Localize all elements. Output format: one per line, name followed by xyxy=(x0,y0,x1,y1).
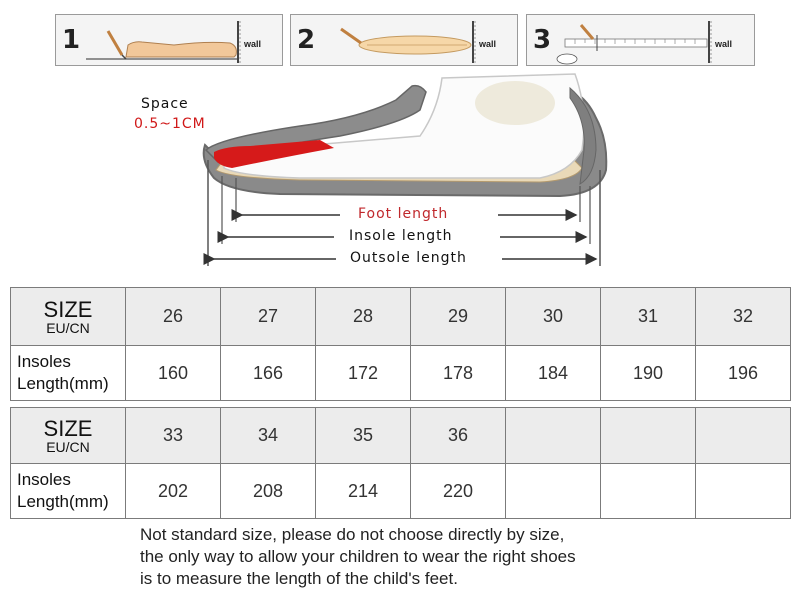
size-cell: 36 xyxy=(410,407,506,464)
step-1-number: 1 xyxy=(62,25,81,55)
step-3-number: 3 xyxy=(533,25,552,55)
size-cell: 30 xyxy=(505,287,601,346)
size-cell xyxy=(505,407,601,464)
length-cell: 214 xyxy=(315,463,411,519)
step-2-number: 2 xyxy=(297,25,316,55)
shoe-cross-section-diagram xyxy=(202,73,608,266)
size-cell: 31 xyxy=(600,287,696,346)
size-cell: 27 xyxy=(220,287,316,346)
length-header-line1: Insoles xyxy=(17,470,71,489)
outsole-length-label: Outsole length xyxy=(344,250,473,266)
note-line-3: is to measure the length of the child's … xyxy=(140,569,458,588)
insole-length-label: Insole length xyxy=(343,228,459,244)
size-cell: 28 xyxy=(315,287,411,346)
wall-label: wall xyxy=(479,39,497,49)
length-header-cell: Insoles Length(mm) xyxy=(10,463,126,519)
size-header-cell: SIZE EU/CN xyxy=(10,287,126,346)
size-cell: 35 xyxy=(315,407,411,464)
size-cell: 32 xyxy=(695,287,791,346)
length-cell: 208 xyxy=(220,463,316,519)
ruler-illustration xyxy=(556,21,712,65)
step-2-panel: 2 wall xyxy=(290,14,518,66)
length-cell: 172 xyxy=(315,345,411,401)
step-1-panel: 1 wall xyxy=(55,14,283,66)
size-cell: 33 xyxy=(125,407,221,464)
step-3-panel: 3 wall xyxy=(526,14,755,66)
wall-label: wall xyxy=(244,39,262,49)
length-header-line1: Insoles xyxy=(17,352,71,371)
size-header-unit: EU/CN xyxy=(46,319,90,336)
size-note: Not standard size, please do not choose … xyxy=(140,524,660,590)
length-cell: 202 xyxy=(125,463,221,519)
length-cell: 178 xyxy=(410,345,506,401)
size-table-2: SIZE EU/CN 33 34 35 36 Insoles Length(mm… xyxy=(10,407,791,519)
size-cell: 26 xyxy=(125,287,221,346)
length-cell xyxy=(695,463,791,519)
length-cell: 190 xyxy=(600,345,696,401)
foot-outline-illustration xyxy=(340,21,476,63)
length-header-line2: Length(mm) xyxy=(17,374,109,393)
length-header-line2: Length(mm) xyxy=(17,492,109,511)
space-label: Space xyxy=(141,96,189,112)
length-header-cell: Insoles Length(mm) xyxy=(10,345,126,401)
length-cell: 220 xyxy=(410,463,506,519)
foot-length-label: Foot length xyxy=(352,206,455,222)
foot-on-paper-illustration xyxy=(86,21,241,63)
length-row: Insoles Length(mm) 202 208 214 220 xyxy=(10,463,791,519)
size-table-1: SIZE EU/CN 26 27 28 29 30 31 32 Insoles … xyxy=(10,287,791,401)
length-cell: 166 xyxy=(220,345,316,401)
size-row: SIZE EU/CN 33 34 35 36 xyxy=(10,407,791,464)
size-row: SIZE EU/CN 26 27 28 29 30 31 32 xyxy=(10,287,791,346)
size-header: SIZE xyxy=(43,415,93,441)
size-cell xyxy=(695,407,791,464)
wall-label: wall xyxy=(715,39,733,49)
size-header-unit: EU/CN xyxy=(46,438,90,455)
measurement-steps: 1 wall 2 wall 3 xyxy=(55,14,755,68)
note-line-1: Not standard size, please do not choose … xyxy=(140,525,565,544)
length-cell: 196 xyxy=(695,345,791,401)
note-line-2: the only way to allow your children to w… xyxy=(140,547,576,566)
length-cell: 184 xyxy=(505,345,601,401)
size-header-cell: SIZE EU/CN xyxy=(10,407,126,464)
space-range-label: 0.5~1CM xyxy=(134,116,206,132)
length-cell xyxy=(505,463,601,519)
length-cell: 160 xyxy=(125,345,221,401)
size-header: SIZE xyxy=(43,296,93,322)
length-cell xyxy=(600,463,696,519)
length-row: Insoles Length(mm) 160 166 172 178 184 1… xyxy=(10,345,791,401)
size-cell: 34 xyxy=(220,407,316,464)
size-cell: 29 xyxy=(410,287,506,346)
size-cell xyxy=(600,407,696,464)
